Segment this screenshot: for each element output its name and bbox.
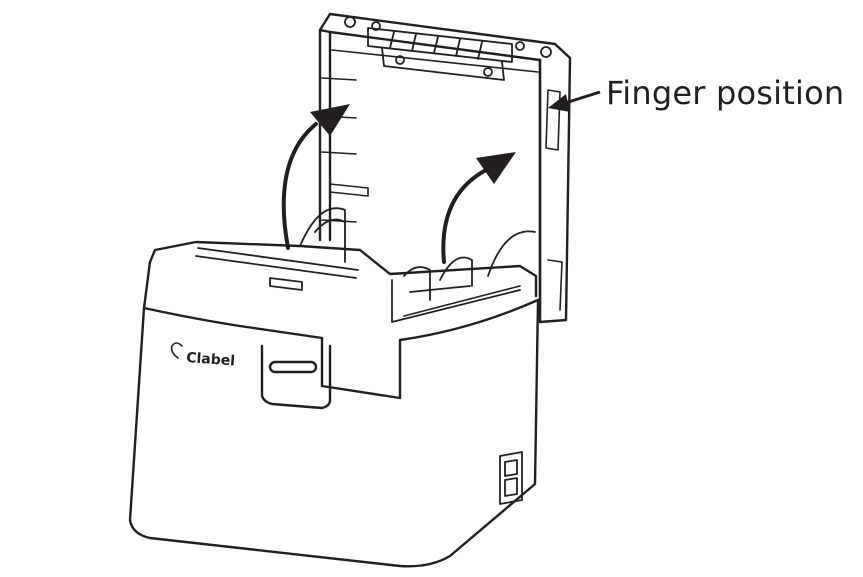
- lid-hinge-bar: [344, 16, 552, 81]
- front-slot: [268, 360, 318, 374]
- curved-arrow-icon: [281, 122, 318, 250]
- brand-name: Clabel: [186, 350, 236, 369]
- paper-roll-holder: [299, 207, 536, 301]
- brand-logo-icon: [170, 342, 183, 359]
- pointer-arrow-icon: [548, 90, 601, 112]
- power-switch-icon[interactable]: [499, 451, 523, 505]
- printer-lid: [318, 12, 572, 324]
- printer-body: [128, 240, 540, 568]
- finger-position-label: Finger position: [606, 74, 845, 112]
- curved-arrow-head-right: [476, 152, 516, 184]
- curved-arrow-icon: [441, 168, 488, 264]
- curved-arrow-head-left: [310, 104, 350, 136]
